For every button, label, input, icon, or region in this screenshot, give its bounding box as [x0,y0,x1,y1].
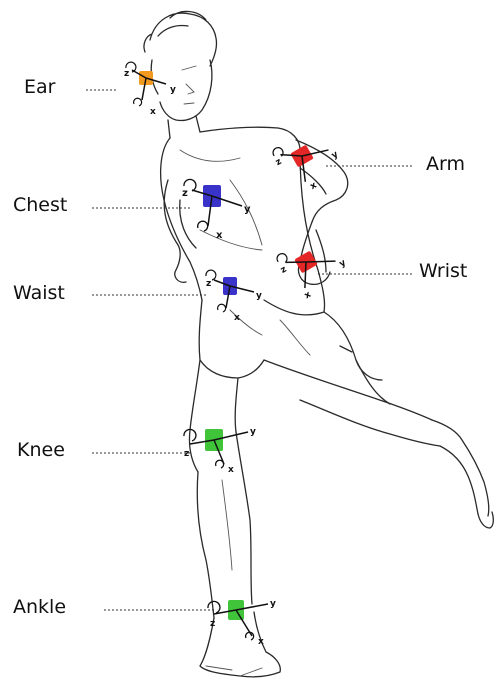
knee-axis-y: y [250,427,256,437]
waist-axis-z: z [206,279,211,289]
chest-axis-y: y [244,204,251,215]
sensor-ear: y z x [124,62,176,117]
wrist-axis-z: z [279,265,289,276]
chest-axis-x: x [216,230,223,241]
sensor-ankle: y z x [208,599,276,647]
waist-axis-x: x [234,313,240,323]
ankle-axis-z: z [210,619,215,629]
sensor-wrist: z y x [274,228,353,306]
knee-axis-x: x [228,465,234,475]
sensor-knee: y z x [184,427,256,475]
arm-axis-z: z [274,157,284,168]
waist-axis-y: y [256,291,262,301]
ear-axis-x: x [150,107,156,117]
ankle-axis-y: y [270,599,276,609]
sensor-waist: z y x [206,270,262,323]
ear-axis-z: z [124,69,129,79]
sensor-arm: z y x [270,123,349,201]
ear-axis-y: y [170,85,176,95]
sensor-chest: z y x [182,179,251,241]
ankle-axis-x: x [258,637,264,647]
wrist-axis-y: y [338,258,348,270]
chest-axis-z: z [182,188,188,199]
wrist-axis-x: x [303,290,313,302]
knee-axis-z: z [184,449,189,459]
runner-sketch [144,11,493,676]
